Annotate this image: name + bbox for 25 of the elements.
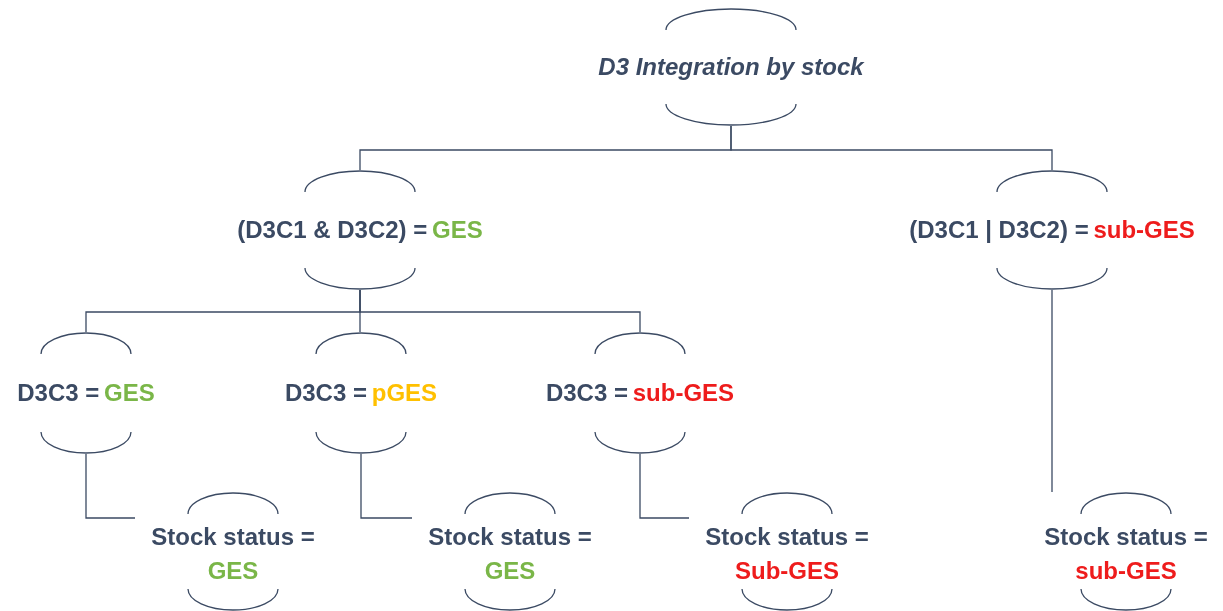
- node-text: GES: [484, 555, 536, 586]
- node-text: GES: [207, 555, 259, 586]
- connector-line: [1051, 289, 1053, 493]
- node-text: sub-GES: [1093, 215, 1195, 245]
- connector-line: [639, 453, 690, 519]
- node-text: pGES: [371, 378, 438, 408]
- node-text: (D3C1 | D3C2) =: [909, 215, 1089, 245]
- node-text: sub-GES: [632, 378, 735, 408]
- connector-line: [360, 453, 413, 519]
- node-text: GES: [432, 215, 483, 245]
- node-text: D3C3 =: [545, 378, 628, 408]
- node-text: (D3C1 & D3C2) =: [237, 215, 428, 245]
- node-text: Sub-GES: [735, 555, 839, 586]
- node-text: Stock status =: [151, 521, 315, 552]
- node-text: Stock status =: [428, 521, 592, 552]
- connector-line: [359, 289, 641, 333]
- connector-line: [730, 125, 1053, 171]
- node-text: GES: [104, 378, 155, 408]
- node-text: D3 Integration by stock: [598, 52, 864, 82]
- node-text: Stock status =: [1044, 521, 1208, 552]
- node-text: D3C3 =: [284, 378, 367, 408]
- node-text: sub-GES: [1075, 555, 1177, 586]
- connector-line: [85, 453, 136, 519]
- node-text: D3C3 =: [17, 378, 100, 408]
- node-text: Stock status =: [705, 521, 869, 552]
